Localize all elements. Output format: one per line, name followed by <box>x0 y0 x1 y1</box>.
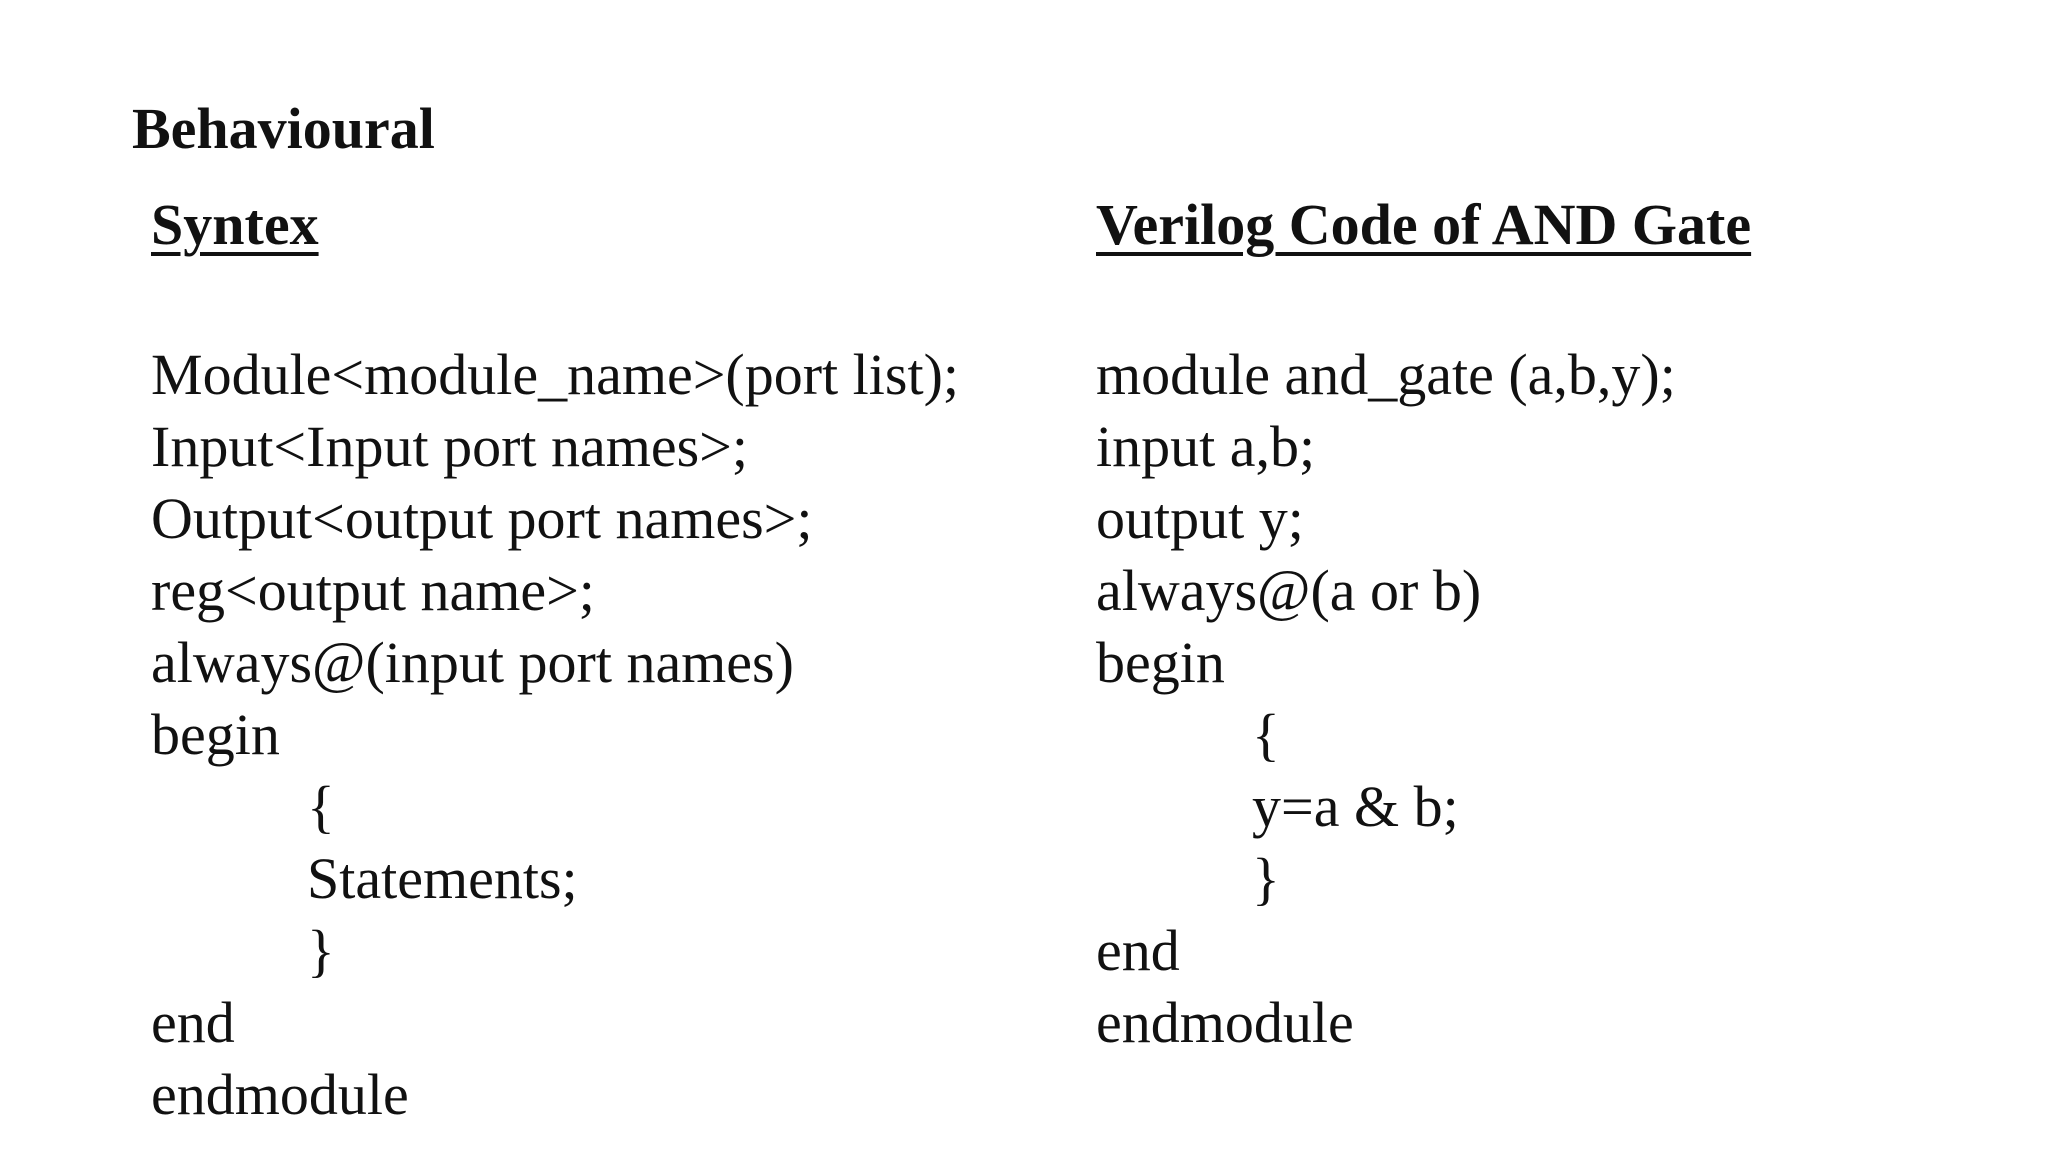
code-line: } <box>1252 846 1280 911</box>
slide-title: Behavioural <box>132 96 435 161</box>
code-line: output y; <box>1096 486 1304 551</box>
example-heading: Verilog Code of AND Gate <box>1096 192 1752 257</box>
code-line: end <box>151 990 235 1055</box>
example-column: Verilog Code of AND Gate module and_gate… <box>1096 192 1752 1056</box>
code-line: input a,b; <box>1096 414 1316 479</box>
code-line: always@(input port names) <box>151 630 794 695</box>
code-line: { <box>307 774 335 839</box>
code-line: always@(a or b) <box>1096 558 1482 623</box>
syntax-column: Syntex Module<module_name>(port list); I… <box>151 192 959 1128</box>
code-line: Output<output port names>; <box>151 486 813 551</box>
code-line: y=a & b; <box>1252 774 1459 839</box>
code-line: Statements; <box>307 846 578 911</box>
code-line: { <box>1252 702 1280 767</box>
code-line: reg<output name>; <box>151 558 595 623</box>
code-line: Input<Input port names>; <box>151 414 748 479</box>
code-line: Module<module_name>(port list); <box>151 342 960 407</box>
code-line: } <box>307 918 335 983</box>
code-line: begin <box>1096 630 1225 695</box>
code-line: module and_gate (a,b,y); <box>1096 342 1676 407</box>
syntax-heading: Syntex <box>151 192 319 257</box>
example-code-block: module and_gate (a,b,y); input a,b; outp… <box>1096 339 1676 1059</box>
code-line: begin <box>151 702 280 767</box>
code-line: endmodule <box>151 1062 409 1127</box>
code-line: endmodule <box>1096 990 1354 1055</box>
code-line: end <box>1096 918 1180 983</box>
syntax-code-block: Module<module_name>(port list); Input<In… <box>151 339 959 1131</box>
